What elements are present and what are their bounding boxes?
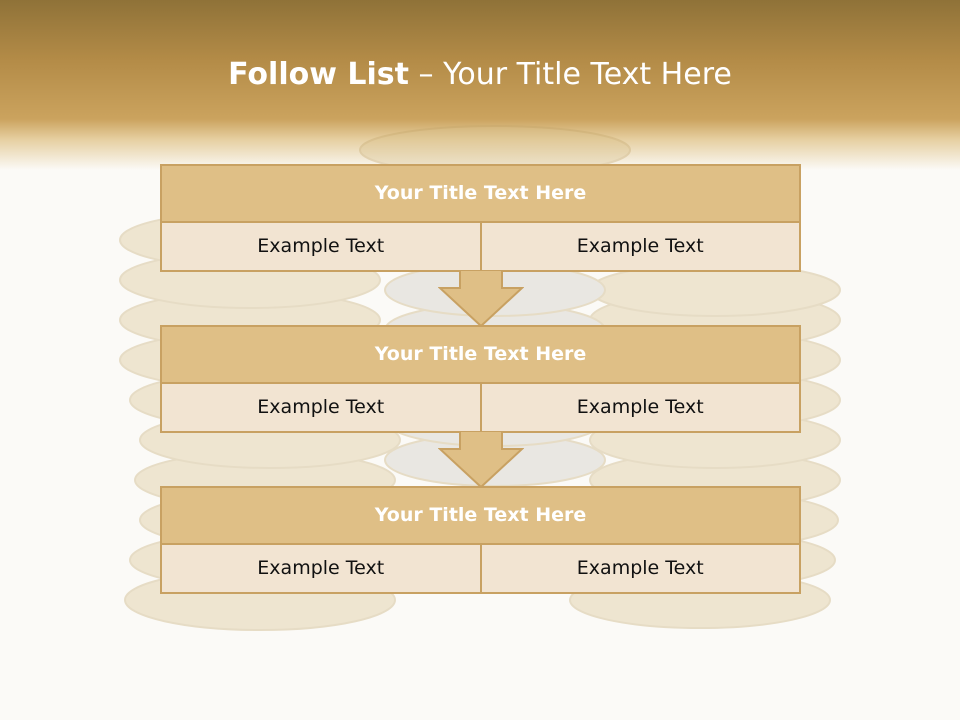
header-band <box>0 0 960 170</box>
block-cell-left: Example Text <box>162 384 480 431</box>
block-cell-left: Example Text <box>162 545 480 592</box>
follow-block-2: Your Title Text Here Example Text Exampl… <box>160 325 801 433</box>
block-row: Example Text Example Text <box>162 545 799 592</box>
block-row: Example Text Example Text <box>162 384 799 431</box>
block-row: Example Text Example Text <box>162 223 799 270</box>
block-title: Your Title Text Here <box>162 166 799 223</box>
block-cell-left: Example Text <box>162 223 480 270</box>
block-title: Your Title Text Here <box>162 327 799 384</box>
block-cell-right: Example Text <box>479 223 799 270</box>
slide-title-rest: – Your Title Text Here <box>418 57 732 92</box>
slide-title-bold: Follow List <box>228 57 409 92</box>
follow-block-1: Your Title Text Here Example Text Exampl… <box>160 164 801 272</box>
down-arrow-icon <box>438 270 524 328</box>
block-cell-right: Example Text <box>479 384 799 431</box>
block-title: Your Title Text Here <box>162 488 799 545</box>
slide-title: Follow List – Your Title Text Here <box>0 52 960 98</box>
follow-block-3: Your Title Text Here Example Text Exampl… <box>160 486 801 594</box>
down-arrow-icon <box>438 431 524 489</box>
block-cell-right: Example Text <box>479 545 799 592</box>
